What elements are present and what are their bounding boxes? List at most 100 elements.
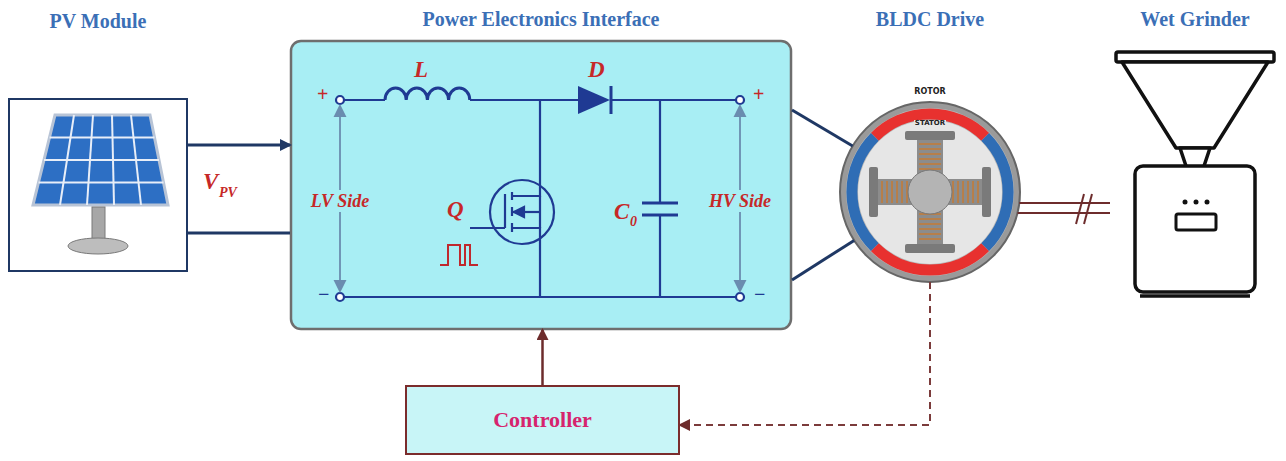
connector-line (188, 232, 290, 235)
drawing-part (736, 96, 744, 104)
gate-pulse (440, 245, 478, 265)
drawing-part (335, 281, 345, 291)
coil-winding (896, 181, 898, 203)
drawing-part (1135, 166, 1255, 292)
coil-winding (919, 148, 941, 150)
mosfet-symbol (470, 180, 554, 244)
coil-winding (919, 233, 941, 235)
signal-name: V (203, 170, 218, 193)
connector-line (680, 282, 930, 425)
bldc-motor (840, 102, 1020, 282)
drawing-part (470, 99, 578, 101)
controller-box: Controller (405, 385, 680, 455)
drawing-part (504, 194, 506, 228)
panel-grid (39, 182, 164, 184)
drawing-part (539, 244, 541, 297)
section-heading: PV Module (50, 10, 147, 33)
drawing-part (335, 106, 345, 116)
drawing-part (539, 196, 541, 228)
connector (542, 330, 543, 385)
coil-winding (886, 181, 888, 203)
solar-panel (33, 115, 168, 254)
connector (792, 240, 854, 280)
interface-box: Power Electronics Interface (290, 40, 792, 330)
drawing-part (1122, 62, 1268, 148)
drawing-part (858, 120, 1002, 264)
coil-winding (901, 181, 903, 203)
connector-line (792, 240, 854, 280)
component-name: C (614, 200, 629, 223)
drawing-part (735, 106, 745, 116)
component-subscript: 0 (630, 215, 637, 229)
section-heading: Power Electronics Interface (423, 8, 660, 31)
drawing-part (642, 202, 678, 205)
part-name: STATOR (914, 120, 946, 127)
polarity-sign: − (754, 284, 765, 304)
grinder-buttons (1183, 200, 1210, 205)
side-label: HV Side (708, 190, 772, 212)
drawing-part (539, 100, 541, 180)
drawing-part (336, 293, 344, 301)
coil-winding (919, 153, 941, 155)
shaft-break (1076, 194, 1092, 224)
drawing-part (1205, 200, 1210, 205)
polarity-sign: + (317, 84, 328, 104)
drawing-part (736, 293, 744, 301)
connector-line (792, 110, 853, 146)
connector (188, 233, 290, 234)
pv-module-box: PV Module (8, 98, 188, 272)
connector (792, 110, 853, 146)
component-name: Q (447, 198, 464, 221)
drawing-part (659, 100, 661, 203)
component-name: D (588, 58, 605, 81)
coil-winding (972, 181, 974, 203)
connector (188, 145, 290, 146)
drawing-part (1194, 200, 1199, 205)
connector (680, 282, 930, 425)
connector-line (188, 144, 290, 147)
drawing-part (1183, 200, 1188, 205)
drawing-part (610, 86, 613, 114)
drawing-part (1140, 294, 1250, 298)
component-name: L (414, 58, 428, 81)
drawing-part (39, 115, 164, 205)
signal-subscript: PV (219, 186, 237, 200)
drawing-part (514, 207, 524, 217)
drawing-part (512, 228, 540, 244)
coil-winding (919, 223, 941, 225)
drawing-part (92, 207, 105, 239)
wet-grinder (1116, 52, 1274, 296)
motor-circle: BLDC Drive (840, 102, 1020, 282)
drawing-part (869, 167, 878, 217)
grinder-figure: Wet Grinder (1110, 45, 1280, 300)
connector-line (1019, 202, 1110, 204)
part-name: ROTOR (914, 88, 945, 96)
drawing-part (982, 167, 991, 217)
interface-panel (291, 41, 791, 329)
drawing-part (68, 238, 128, 254)
connector-line (541, 330, 544, 385)
coil-winding (919, 143, 941, 145)
section-heading: BLDC Drive (876, 8, 984, 31)
side-label: LV Side (310, 190, 371, 212)
connector-line (1018, 212, 1110, 214)
drawing-part (578, 86, 610, 114)
coil-winding (919, 228, 941, 230)
drawing-part (1076, 194, 1084, 224)
coil-winding (962, 181, 964, 203)
drawing-part (882, 144, 978, 239)
polarity-sign: + (753, 84, 764, 104)
coil-winding (957, 181, 959, 203)
boost-converter (336, 88, 744, 301)
diode-symbol (578, 86, 611, 114)
coil-winding (919, 238, 941, 240)
drawing-part (612, 99, 736, 101)
block-label: Controller (493, 407, 592, 433)
drawing-part (470, 227, 505, 229)
drawing-part (344, 99, 385, 101)
drawing-part (840, 102, 1020, 282)
drawing-part (659, 215, 661, 297)
polarity-sign: − (318, 284, 329, 304)
coil-winding (891, 181, 893, 203)
drawing-part (905, 244, 955, 253)
